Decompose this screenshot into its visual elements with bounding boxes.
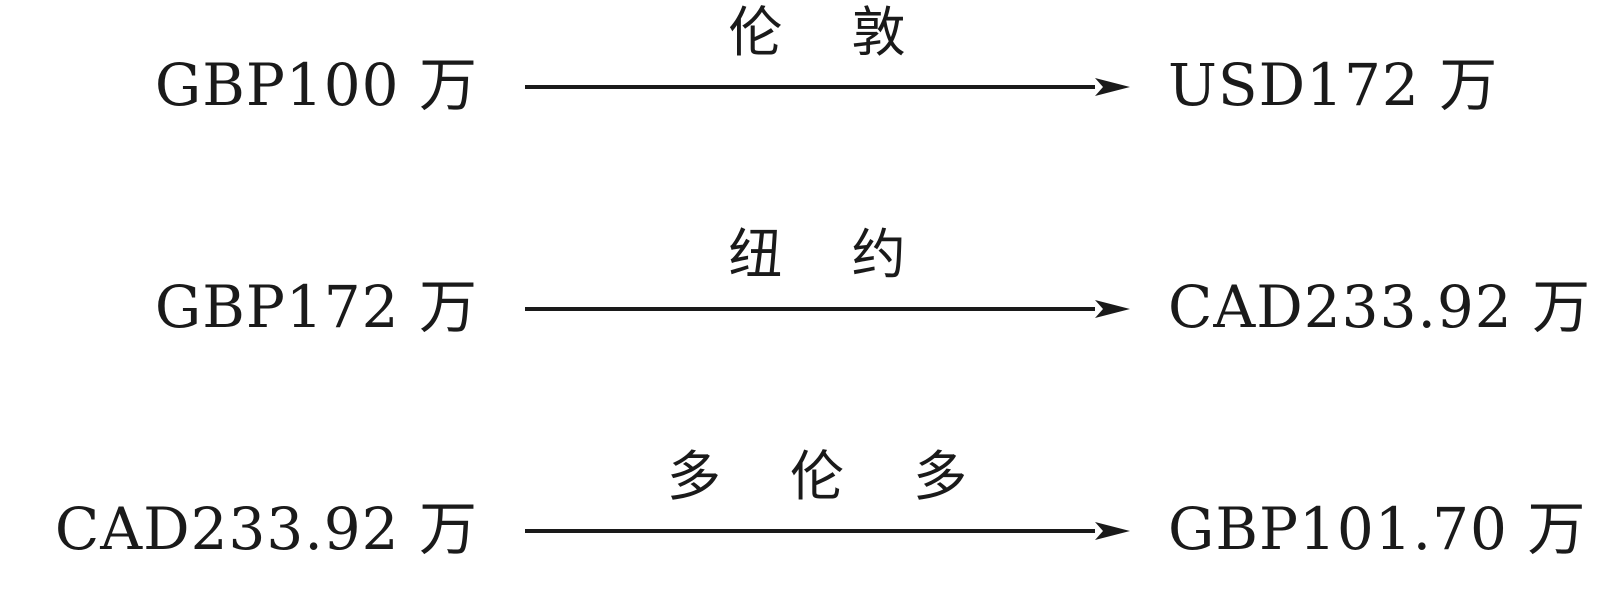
conversion-row-toronto: CAD233.92 万 多 伦 多 GBP101.70 万: [0, 444, 1618, 594]
to-amount: CAD233.92 万: [1168, 273, 1592, 341]
from-amount: CAD233.92 万: [54, 495, 478, 563]
from-amount: GBP172 万: [154, 273, 478, 341]
city-label: 伦 敦: [728, 1, 932, 64]
to-amount: GBP101.70 万: [1168, 495, 1587, 563]
currency-conversion-diagram: GBP100 万 伦 敦 USD172 万 GBP172 万 纽 约 CAD23…: [0, 0, 1618, 563]
city-label: 纽 约: [728, 223, 932, 286]
arrow-right-icon: [525, 294, 1135, 324]
from-amount: GBP100 万: [154, 51, 478, 119]
conversion-row-london: GBP100 万 伦 敦 USD172 万: [0, 0, 1618, 150]
arrow-right-icon: [525, 72, 1135, 102]
conversion-row-new-york: GBP172 万 纽 约 CAD233.92 万: [0, 222, 1618, 372]
city-label: 多 伦 多: [666, 445, 994, 508]
to-amount: USD172 万: [1168, 51, 1499, 119]
arrow-right-icon: [525, 516, 1135, 546]
